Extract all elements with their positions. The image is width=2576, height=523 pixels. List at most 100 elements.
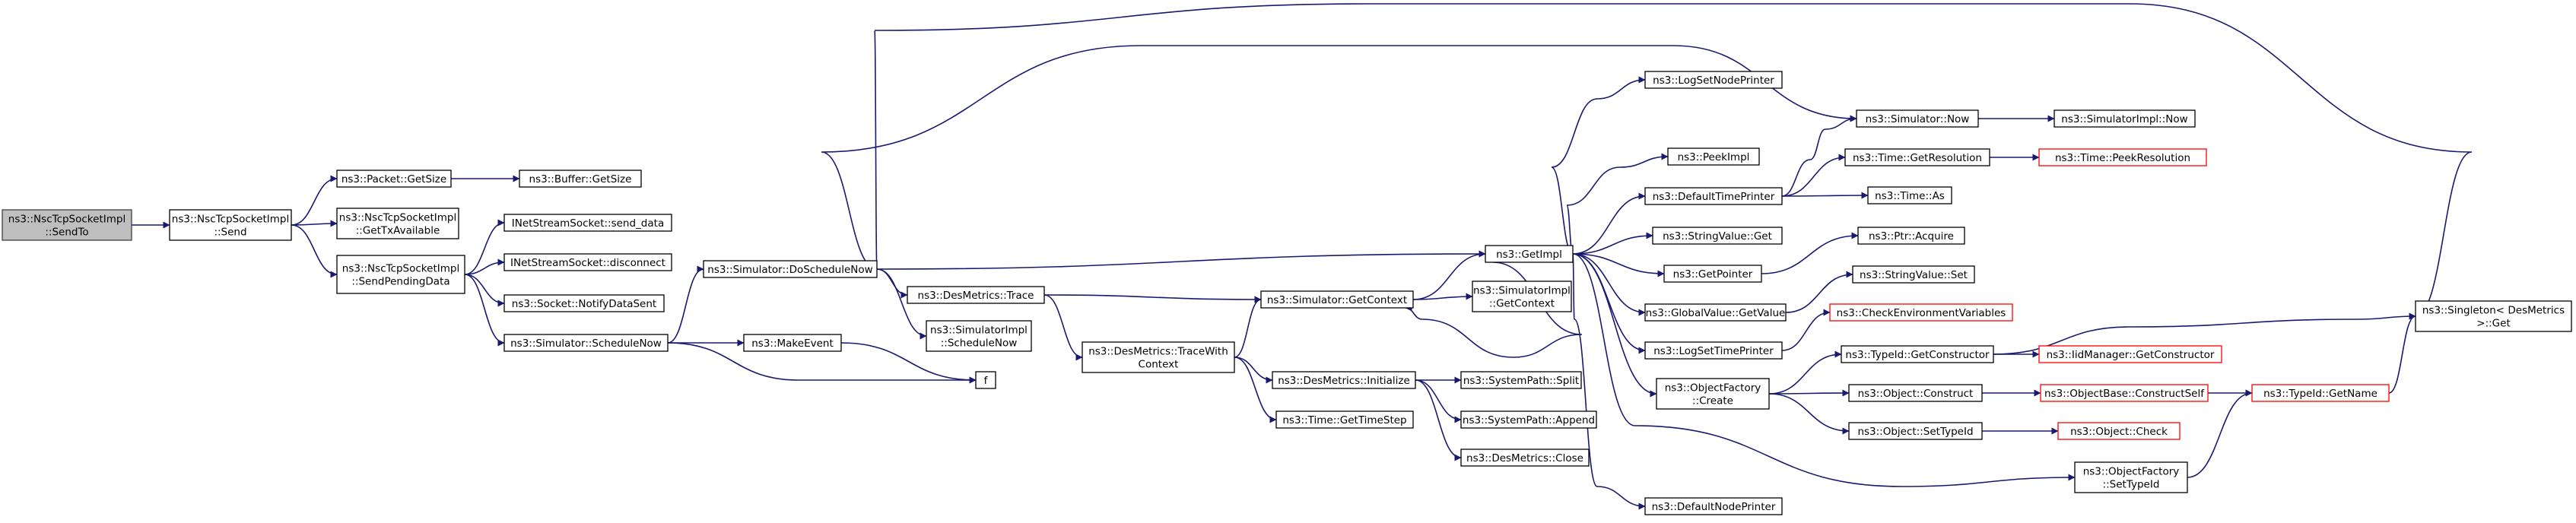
node-gettxavailable[interactable]: ns3::NscTcpSocketImpl::GetTxAvailable (336, 208, 459, 239)
node-sendto[interactable]: ns3::NscTcpSocketImpl::SendTo (2, 209, 132, 241)
node-iidmanager_getconstructor[interactable]: ns3::IidManager::GetConstructor (2038, 345, 2222, 363)
node-makeevent[interactable]: ns3::MakeEvent (743, 334, 842, 352)
node-typeid_getconstructor[interactable]: ns3::TypeId::GetConstructor (1841, 345, 1994, 363)
node-box (1460, 449, 1590, 467)
node-objectfactory_create[interactable]: ns3::ObjectFactory::Create (1656, 378, 1770, 410)
node-box (1867, 186, 1952, 204)
node-box (336, 170, 452, 188)
node-objectbase_constructself[interactable]: ns3::ObjectBase::ConstructSelf (2040, 384, 2209, 402)
edge-send-to-gettxavailable (291, 220, 338, 227)
node-time_gettimestep[interactable]: ns3::Time::GetTimeStep (1275, 410, 1414, 429)
node-notifydatasent[interactable]: ns3::Socket::NotifyDataSent (503, 294, 665, 312)
edge-objectfactory_create-to-object_settypeid (1768, 393, 1850, 435)
edge-getimpl-to-objectfactory_settypeid (1572, 253, 2076, 487)
node-box (336, 255, 465, 294)
node-logsettimeprinter[interactable]: ns3::LogSetTimePrinter (1644, 341, 1783, 360)
node-label: ns3::Packet::GetSize (341, 173, 446, 185)
node-box (1644, 71, 1783, 89)
node-getimpl[interactable]: ns3::GetImpl (1485, 245, 1574, 263)
edge-tracewithcontext-to-time_gettimestep (1234, 357, 1277, 423)
node-label: ns3::Simulator::ScheduleNow (510, 338, 662, 350)
node-label: ns3::DefaultTimePrinter (1653, 191, 1775, 203)
node-stringvalue_set[interactable]: ns3::StringValue::Set (1852, 265, 1975, 284)
edge-schedulenow-to-doschedulenow (667, 265, 704, 344)
node-box (1848, 422, 1983, 440)
node-buffer_getsize[interactable]: ns3::Buffer::GetSize (519, 170, 642, 188)
node-box (2, 209, 132, 241)
edge-sim_getcontext-to-getimpl (1412, 250, 1486, 300)
edge-doschedulenow-to-getimpl (876, 250, 1486, 270)
node-doschedulenow[interactable]: ns3::Simulator::DoScheduleNow (703, 260, 878, 278)
edge-defaulttimeprinter-to-sim_now (1781, 115, 1857, 197)
node-box (2038, 345, 2222, 363)
node-label: ns3::Time::GetTimeStep (1282, 414, 1406, 426)
node-box (1460, 410, 1597, 429)
node-box (2415, 300, 2572, 332)
node-globalvalue_getvalue[interactable]: ns3::GlobalValue::GetValue (1644, 303, 1787, 322)
edge-typeid_getconstructor-to-singleton_get (1993, 312, 2416, 355)
edge-getpointer-to-ptr_acquire (1761, 232, 1859, 274)
node-defaulttimeprinter[interactable]: ns3::DefaultTimePrinter (1644, 187, 1783, 205)
node-packet_getsize[interactable]: ns3::Packet::GetSize (336, 170, 452, 188)
node-simimpl_schedulenow[interactable]: ns3::SimulatorImpl::ScheduleNow (926, 320, 1032, 352)
node-systempath_split[interactable]: ns3::SystemPath::Split (1460, 371, 1582, 389)
node-object_settypeid[interactable]: ns3::Object::SetTypeId (1848, 422, 1983, 440)
node-send[interactable]: ns3::NscTcpSocketImpl::Send (169, 209, 292, 241)
edge-send-to-sendpendingdata (291, 224, 338, 278)
node-getpointer[interactable]: ns3::GetPointer (1663, 265, 1762, 283)
node-sim_now[interactable]: ns3::Simulator::Now (1856, 109, 1979, 128)
node-box (503, 334, 669, 352)
node-box (1460, 371, 1582, 389)
node-label: ns3::SimulatorImpl (1473, 285, 1571, 297)
node-send_data[interactable]: INetStreamSocket::send_data (503, 214, 672, 232)
edge-defaulttimeprinter-to-time_getresolution (1781, 154, 1846, 197)
node-object_construct[interactable]: ns3::Object::Construct (1848, 384, 1983, 402)
node-box (1667, 147, 1760, 166)
node-stringvalue_get[interactable]: ns3::StringValue::Get (1652, 227, 1783, 245)
node-box (519, 170, 642, 188)
node-desmetrics_close[interactable]: ns3::DesMetrics::Close (1460, 449, 1590, 467)
node-box (1644, 187, 1783, 205)
node-box (1663, 265, 1762, 283)
node-box (503, 253, 672, 271)
node-sim_getcontext[interactable]: ns3::Simulator::GetContext (1260, 290, 1414, 309)
node-sendpendingdata[interactable]: ns3::NscTcpSocketImpl::SendPendingData (336, 255, 465, 294)
node-defaultnodeprinter[interactable]: ns3::DefaultNodePrinter (1644, 497, 1783, 515)
node-ptr_acquire[interactable]: ns3::Ptr::Acquire (1857, 227, 1965, 245)
node-f[interactable]: f (975, 371, 996, 389)
node-box (503, 214, 672, 232)
node-schedulenow[interactable]: ns3::Simulator::ScheduleNow (503, 334, 669, 352)
node-label: ns3::CheckEnvironmentVariables (1837, 307, 2006, 319)
node-typeid_getname[interactable]: ns3::TypeId::GetName (2251, 384, 2390, 402)
node-label: ns3::DesMetrics::Trace (918, 290, 1034, 302)
node-box (703, 260, 878, 278)
node-systempath_append[interactable]: ns3::SystemPath::Append (1460, 410, 1597, 429)
node-label: ::Create (1692, 395, 1733, 407)
node-box (1656, 378, 1770, 410)
node-objectfactory_settypeid[interactable]: ns3::ObjectFactory::SetTypeId (2074, 461, 2188, 493)
edge-sendpendingdata-to-schedulenow (464, 274, 505, 347)
node-checkenv[interactable]: ns3::CheckEnvironmentVariables (1829, 303, 2013, 322)
node-box (1272, 371, 1416, 389)
node-disconnect[interactable]: INetStreamSocket::disconnect (503, 253, 672, 271)
node-label: ns3::NscTcpSocketImpl (172, 214, 289, 226)
node-lognodeprinter[interactable]: ns3::LogSetNodePrinter (1644, 71, 1783, 89)
node-singleton_get[interactable]: ns3::Singleton< DesMetrics >::Get (2415, 300, 2572, 332)
node-time_as[interactable]: ns3::Time::As (1867, 186, 1952, 204)
edge-defaulttimeprinter-to-time_as (1781, 192, 1869, 199)
node-box (169, 209, 292, 241)
node-desmetrics_trace[interactable]: ns3::DesMetrics::Trace (907, 286, 1045, 304)
node-peekimpl[interactable]: ns3::PeekImpl (1667, 147, 1760, 166)
node-time_peekresolution[interactable]: ns3::Time::PeekResolution (2038, 148, 2207, 166)
node-time_getresolution[interactable]: ns3::Time::GetResolution (1844, 148, 1990, 166)
node-simimpl_now[interactable]: ns3::SimulatorImpl::Now (2053, 109, 2196, 128)
node-label: ns3::SystemPath::Split (1463, 375, 1579, 387)
node-simimpl_getcontext[interactable]: ns3::SimulatorImpl::GetContext (1472, 281, 1572, 312)
node-desmetrics_initialize[interactable]: ns3::DesMetrics::Initialize (1272, 371, 1416, 389)
node-box (1841, 345, 1994, 363)
edge-getimpl-to-lognodeprinter (1551, 76, 1646, 255)
node-object_check[interactable]: ns3::Object::Check (2057, 422, 2181, 440)
edge-schedulenow-to-f (667, 342, 977, 384)
node-label: ns3::NscTcpSocketImpl (339, 212, 456, 224)
